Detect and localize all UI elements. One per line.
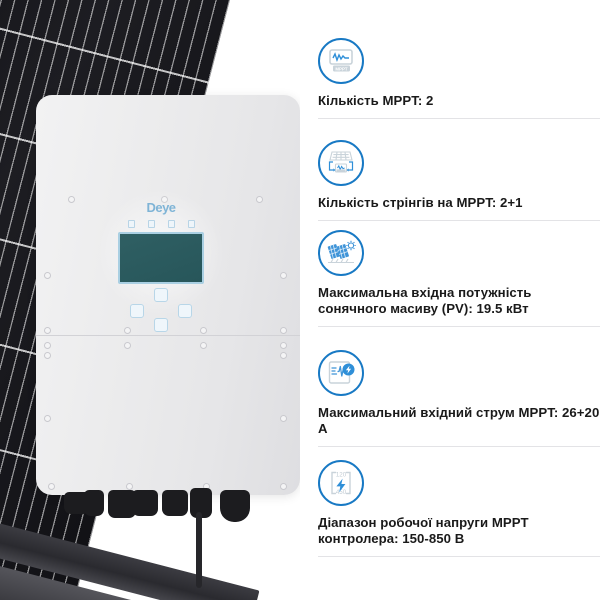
screw (256, 196, 263, 203)
screw (124, 327, 131, 334)
screw (280, 415, 287, 422)
screw (44, 352, 51, 359)
screw (44, 342, 51, 349)
keypad-down-button[interactable] (154, 318, 168, 332)
dc-connector (64, 492, 90, 514)
svg-text:MPPT: MPPT (335, 66, 348, 71)
mppt-monitor-icon: MPPT (318, 38, 364, 84)
screw (280, 272, 287, 279)
led-indicator (127, 220, 135, 228)
screw (44, 327, 51, 334)
dc-connector (132, 490, 158, 516)
spec-divider (318, 446, 600, 448)
voltage-max-label: 450 (336, 489, 347, 496)
screw (48, 483, 55, 490)
inverter-front-panel: Deye (96, 190, 226, 332)
keypad-right-button[interactable] (178, 304, 192, 318)
spec-label: Діапазон робочої напруги MPPT контролера… (318, 515, 529, 547)
keypad-left-button[interactable] (130, 304, 144, 318)
screw (280, 483, 287, 490)
keypad (120, 288, 202, 332)
voltage-min-label: 120 (336, 472, 347, 479)
dc-connector (108, 490, 136, 518)
cable-gland (220, 490, 250, 522)
keypad-up-button[interactable] (154, 288, 168, 302)
spec-divider (318, 220, 600, 222)
screw (44, 415, 51, 422)
led-indicator (187, 220, 195, 228)
cable-gland (190, 488, 212, 518)
screw (126, 483, 133, 490)
screw (200, 342, 207, 349)
screw (68, 196, 75, 203)
spec-item-mppt-voltage-range: 120 450 Діапазон робочої напруги MPPT ко… (318, 460, 600, 558)
solar-array-sun-icon (318, 230, 364, 276)
led-indicator-row (96, 220, 226, 228)
spec-divider (318, 118, 600, 120)
inverter-panel-seam (36, 335, 300, 336)
specification-list: MPPT Кількість MPPT: 2 (300, 0, 600, 600)
voltage-range-bolt-icon: 120 450 (318, 460, 364, 506)
current-waveform-bolt-icon (318, 350, 364, 396)
product-photo: Deye (0, 0, 300, 600)
cable-gland (162, 490, 188, 516)
output-cable (196, 512, 202, 588)
spec-item-mppt-count: MPPT Кількість MPPT: 2 (318, 38, 600, 120)
dc-connector (84, 490, 104, 516)
deye-brand-logo: Deye (146, 200, 176, 215)
spec-label: Максимальна вхідна потужність сонячного … (318, 285, 532, 317)
solar-panel-strings-icon (318, 140, 364, 186)
spec-label: Кількість стрінгів на MPPT: 2+1 (318, 195, 523, 210)
spec-item-max-pv-power: Максимальна вхідна потужність сонячного … (318, 230, 600, 328)
led-indicator (167, 220, 175, 228)
screw (280, 352, 287, 359)
led-indicator (147, 220, 155, 228)
screw (124, 342, 131, 349)
spec-divider (318, 556, 600, 558)
screw (44, 272, 51, 279)
lcd-display (118, 232, 204, 284)
screw (280, 342, 287, 349)
spec-divider (318, 326, 600, 328)
spec-label: Максимальний вхідний струм MPPT: 26+20 А (318, 405, 600, 437)
screw (200, 327, 207, 334)
spec-label: Кількість MPPT: 2 (318, 93, 434, 108)
screw (280, 327, 287, 334)
spec-item-max-input-current: Максимальний вхідний струм MPPT: 26+20 А (318, 350, 600, 448)
spec-item-strings-per-mppt: Кількість стрінгів на MPPT: 2+1 (318, 140, 600, 222)
